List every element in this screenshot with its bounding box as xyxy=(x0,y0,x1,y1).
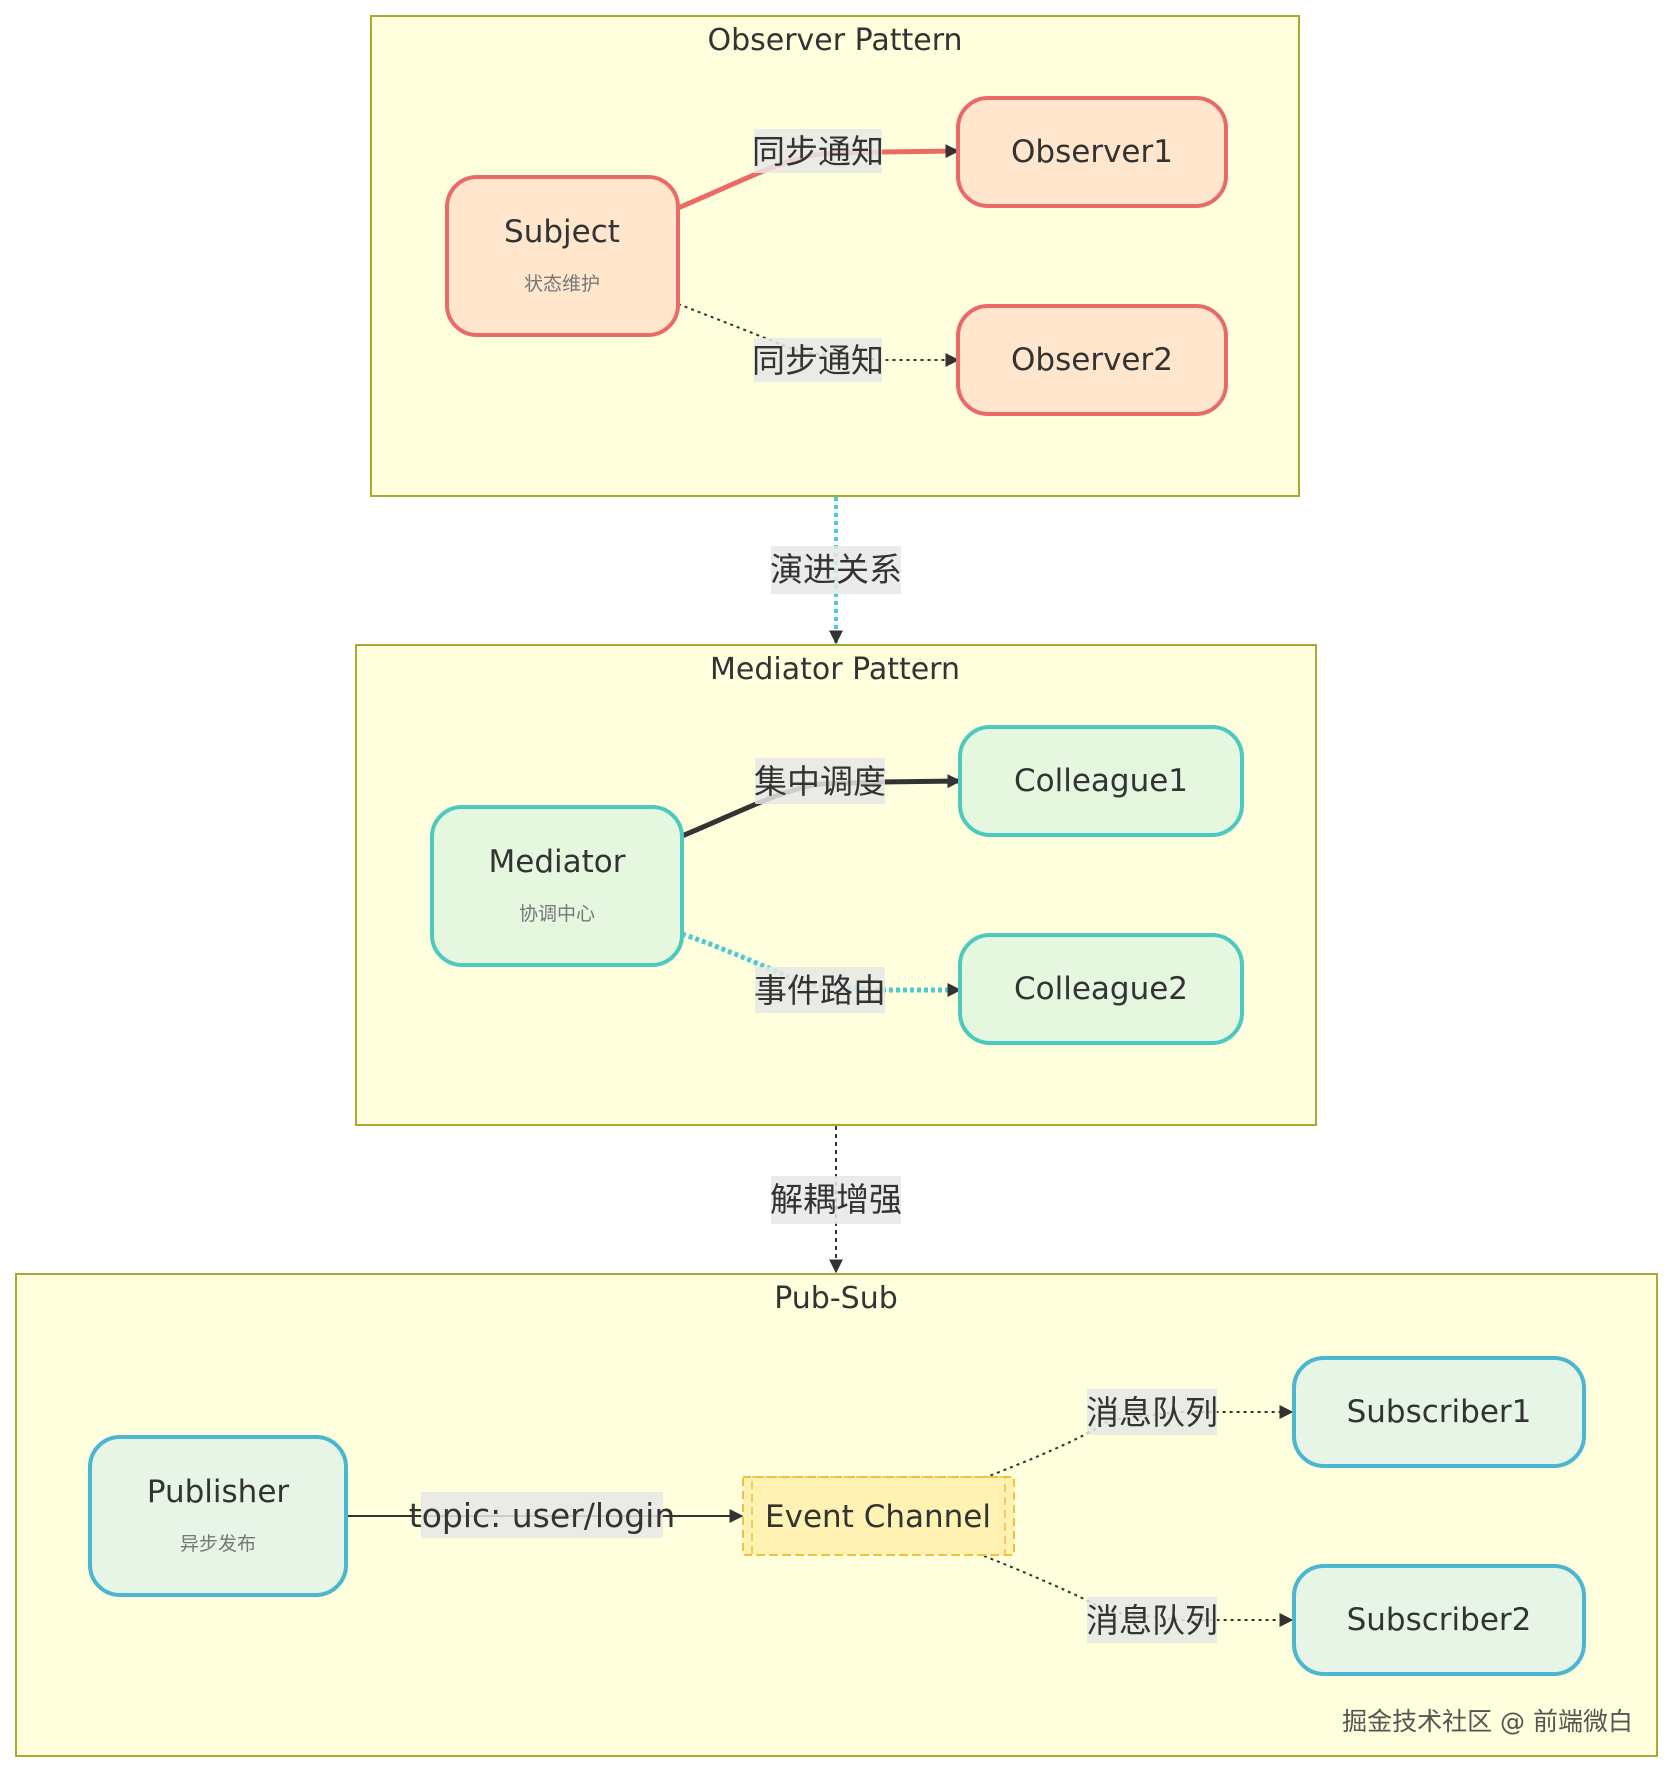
observer1-node: Observer1 xyxy=(956,96,1228,208)
mediator-cluster-title: Mediator Pattern xyxy=(710,652,960,687)
edge-channel-subscriber2 xyxy=(983,1555,1294,1627)
subscriber1-node: Subscriber1 xyxy=(1292,1356,1586,1468)
edge-label-text: 解耦增强 xyxy=(770,1180,902,1219)
edge-label-subject-observer2: 同步通知 xyxy=(752,338,884,382)
colleague1-node-title: Colleague1 xyxy=(1014,763,1188,799)
mediator-node: Mediator 协调中心 xyxy=(430,805,684,967)
mediator-node-title: Mediator xyxy=(489,844,626,880)
observer2-node-title: Observer2 xyxy=(1011,342,1173,378)
subscriber1-node-title: Subscriber1 xyxy=(1347,1394,1532,1430)
edge-label-publisher-channel: topic: user/login xyxy=(409,1492,675,1538)
publisher-node: Publisher 异步发布 xyxy=(88,1435,348,1597)
observer2-node: Observer2 xyxy=(956,304,1228,416)
edge-label-observer-to-mediator: 演进关系 xyxy=(770,546,902,594)
subject-node-title: Subject xyxy=(504,214,620,250)
edge-label-text: 消息队列 xyxy=(1086,1393,1218,1432)
subject-node-subtitle: 状态维护 xyxy=(524,273,600,295)
edge-label-subject-observer1: 同步通知 xyxy=(752,129,884,173)
edge-label-text: 演进关系 xyxy=(770,550,902,589)
colleague2-node-title: Colleague2 xyxy=(1014,971,1188,1007)
edge-label-text: 集中调度 xyxy=(754,762,886,801)
subscriber2-node: Subscriber2 xyxy=(1292,1564,1586,1676)
colleague1-node: Colleague1 xyxy=(958,725,1244,837)
edge-label-channel-subscriber1: 消息队列 xyxy=(1086,1389,1218,1435)
edge-channel-subscriber1 xyxy=(983,1405,1294,1479)
mediator-node-subtitle: 协调中心 xyxy=(519,903,595,925)
publisher-node-subtitle: 异步发布 xyxy=(180,1533,256,1555)
edge-subject-observer2 xyxy=(677,303,960,367)
colleague2-node: Colleague2 xyxy=(958,933,1244,1045)
edge-label-text: topic: user/login xyxy=(409,1496,675,1535)
observer1-node-title: Observer1 xyxy=(1011,134,1173,170)
subscriber2-node-title: Subscriber2 xyxy=(1347,1602,1532,1638)
edge-label-text: 事件路由 xyxy=(754,971,886,1010)
subject-node: Subject 状态维护 xyxy=(445,175,680,337)
event-channel-node-title: Event Channel xyxy=(765,1499,991,1535)
edge-label-mediator-colleague1: 集中调度 xyxy=(754,758,886,804)
edge-label-channel-subscriber2: 消息队列 xyxy=(1086,1597,1218,1643)
pubsub-cluster-title: Pub-Sub xyxy=(774,1281,898,1316)
edge-label-text: 同步通知 xyxy=(752,132,884,171)
edge-label-mediator-colleague2: 事件路由 xyxy=(754,967,886,1013)
edge-label-text: 消息队列 xyxy=(1086,1601,1218,1640)
watermark-text: 掘金技术社区 @ 前端微白 xyxy=(1342,1707,1633,1736)
observer-cluster-title: Observer Pattern xyxy=(707,23,962,58)
edge-label-text: 同步通知 xyxy=(752,341,884,380)
publisher-node-title: Publisher xyxy=(147,1474,290,1510)
edge-label-mediator-to-pubsub: 解耦增强 xyxy=(770,1176,902,1224)
event-channel-node: Event Channel xyxy=(742,1476,1015,1556)
